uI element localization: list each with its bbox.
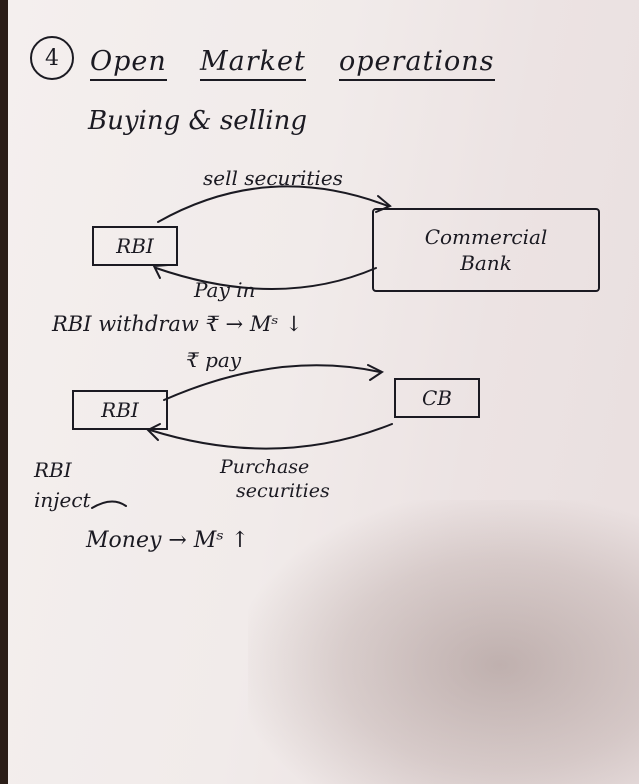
arrow-pay-in <box>155 267 377 290</box>
rbi-box-top: RBI <box>92 226 178 266</box>
rupee-pay-label: ₹ pay <box>186 348 242 372</box>
item-number-circle: 4 <box>30 36 74 80</box>
inject-result: Money → Mˢ ↑ <box>86 528 250 553</box>
withdraw-result: RBI withdraw ₹ → Mˢ ↓ <box>52 312 303 336</box>
notebook-page: 4 Open Market operations Buying & sellin… <box>8 0 639 784</box>
arrow-purchase-securities-head <box>146 423 161 441</box>
arrow-rupee-pay-head <box>367 364 384 381</box>
underline-stroke <box>91 500 127 509</box>
hand-shadow <box>248 500 639 784</box>
arrow-purchase-securities <box>149 423 393 450</box>
arrow-sell-securities <box>157 185 389 223</box>
commercial-bank-line2: Bank <box>460 251 512 275</box>
arrow-sell-securities-head <box>375 195 392 213</box>
rbi-box-bottom: RBI <box>72 390 168 430</box>
arrow-pay-in-head <box>152 264 169 279</box>
commercial-bank-line1: Commercial <box>424 225 548 249</box>
item-number: 4 <box>45 45 59 71</box>
title-word-2: Market <box>199 46 306 81</box>
title-word-3: operations <box>339 46 495 81</box>
diagram-arrows <box>91 185 393 509</box>
securities-label: securities <box>236 480 330 502</box>
purchase-label: Purchase <box>220 456 310 478</box>
commercial-bank-box: Commercial Bank <box>372 208 600 292</box>
inject-rbi: RBI <box>34 458 72 482</box>
inject-word: inject <box>34 488 91 512</box>
title-word-1: Open <box>90 46 167 81</box>
cb-box: CB <box>394 378 480 418</box>
heading-subtitle: Buying & selling <box>88 106 307 136</box>
heading-title: Open Market operations <box>90 46 495 81</box>
arrow-rupee-pay <box>163 364 381 401</box>
